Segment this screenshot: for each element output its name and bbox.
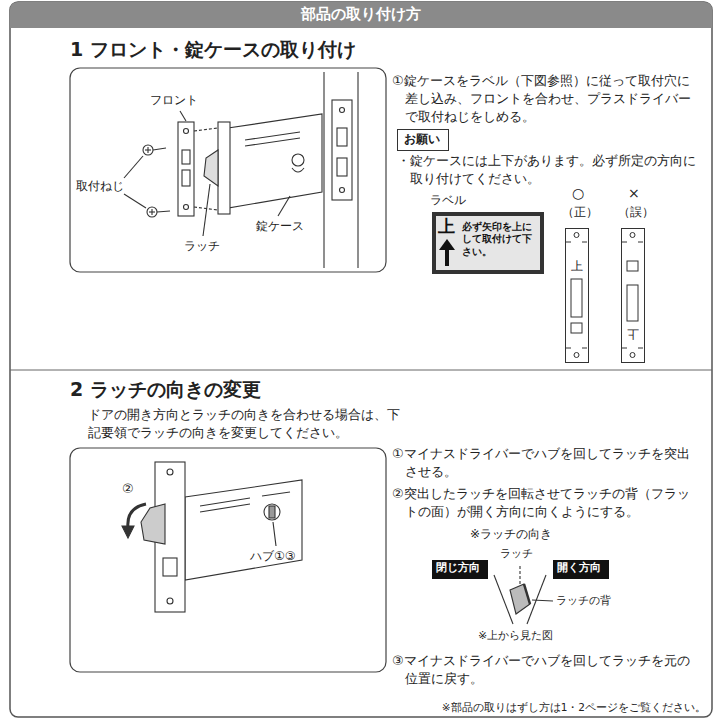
instruction-text: ①マイナスドライバーでハブを回してラッチを突出させる。 bbox=[392, 445, 697, 481]
correct-mark: ○ bbox=[572, 184, 584, 204]
label-sticker: 上必ず矢印を上にして取付けて下さい。 bbox=[432, 212, 544, 274]
lock-assembly-illustration bbox=[124, 72, 358, 268]
latch-direction-view bbox=[494, 566, 553, 624]
plate-detail bbox=[638, 242, 643, 243]
plate-detail bbox=[571, 279, 582, 317]
footnote: ※部品の取りはずし方は1・2ページをご覧ください。 bbox=[442, 700, 706, 715]
instruction-text: ①錠ケースをラベル（下図参照）に従って取付穴に差し込み、フロントを合わせ、プラス… bbox=[392, 72, 697, 127]
part-name: 錠ケース bbox=[256, 218, 304, 235]
plate-detail bbox=[566, 348, 571, 349]
plate-detail bbox=[627, 261, 638, 271]
plate-detail bbox=[630, 353, 635, 358]
illustration-frame bbox=[70, 448, 386, 672]
figure-label: ※上から見た図 bbox=[478, 628, 553, 643]
direction-text: 閉じ方向 bbox=[436, 561, 480, 575]
front-plate-wrong: 上 bbox=[621, 228, 645, 363]
plate-detail bbox=[445, 248, 449, 266]
plate-detail bbox=[582, 348, 587, 349]
notice-box: お願い bbox=[397, 129, 449, 151]
illustration-frame bbox=[70, 68, 386, 272]
plate-detail bbox=[439, 239, 455, 250]
latch-rotation-illustration bbox=[122, 462, 302, 612]
plate-detail bbox=[630, 233, 635, 238]
part-name: ラッチの背 bbox=[556, 593, 611, 608]
direction-tag: 開く方向 bbox=[553, 560, 609, 579]
callout-number: ② bbox=[122, 480, 134, 498]
plate-detail bbox=[574, 353, 579, 358]
part-name: ラッチ bbox=[184, 238, 220, 255]
plate-detail bbox=[622, 348, 627, 349]
part-name: ハブ①③ bbox=[250, 548, 296, 565]
intro-text: ドアの開き方向とラッチの向きを合わせる場合は、下記要領でラッチの向きを変更してく… bbox=[88, 406, 400, 442]
section-divider bbox=[10, 370, 712, 371]
instruction-text: ③マイナスドライバーでハブを回してラッチを元の位置に戻す。 bbox=[392, 652, 697, 688]
plate-detail bbox=[574, 233, 579, 238]
plate-detail bbox=[566, 242, 571, 243]
direction-tag: 閉じ方向 bbox=[432, 560, 488, 579]
figure-label: ラベル bbox=[430, 192, 466, 209]
plate-detail bbox=[638, 348, 643, 349]
node-art bbox=[622, 229, 643, 361]
plate-detail bbox=[627, 285, 638, 321]
page-frame bbox=[10, 2, 712, 717]
notice-title: お願い bbox=[404, 132, 440, 147]
direction-mark: 上 bbox=[566, 259, 587, 275]
part-name: フロント bbox=[150, 92, 198, 109]
figure-label: （誤） bbox=[618, 204, 654, 221]
node-art bbox=[566, 229, 587, 361]
label-instruction: 必ず矢印を上にして取付けて下さい。 bbox=[462, 221, 538, 258]
direction-mark: 上 bbox=[622, 325, 643, 341]
figure-label: （正） bbox=[562, 204, 598, 221]
direction-text: 開く方向 bbox=[557, 561, 601, 575]
label-arrow-mark: 上 bbox=[438, 216, 455, 236]
figure-label: ※ラッチの向き bbox=[470, 526, 552, 543]
front-plate-correct: 上 bbox=[565, 228, 589, 363]
page-title: 部品の取り付け方 bbox=[10, 5, 712, 23]
note-text: ・錠ケースには上下があります。必ず所定の方向に取り付けてください。 bbox=[397, 152, 697, 188]
plate-detail bbox=[622, 242, 627, 243]
header-bar bbox=[10, 2, 712, 28]
section-heading: 2 ラッチの向きの変更 bbox=[70, 376, 261, 403]
part-name: ラッチ bbox=[500, 546, 533, 561]
plate-detail bbox=[571, 323, 582, 333]
wrong-mark: × bbox=[628, 184, 640, 204]
plate-detail bbox=[582, 242, 587, 243]
section-heading: 1 フロント・錠ケースの取り付け bbox=[70, 36, 356, 63]
instruction-text: ②突出したラッチを回転させてラッチの背（フラットの面）が開く方向に向くようにする… bbox=[392, 485, 697, 521]
part-name: 取付ねじ bbox=[76, 178, 124, 195]
